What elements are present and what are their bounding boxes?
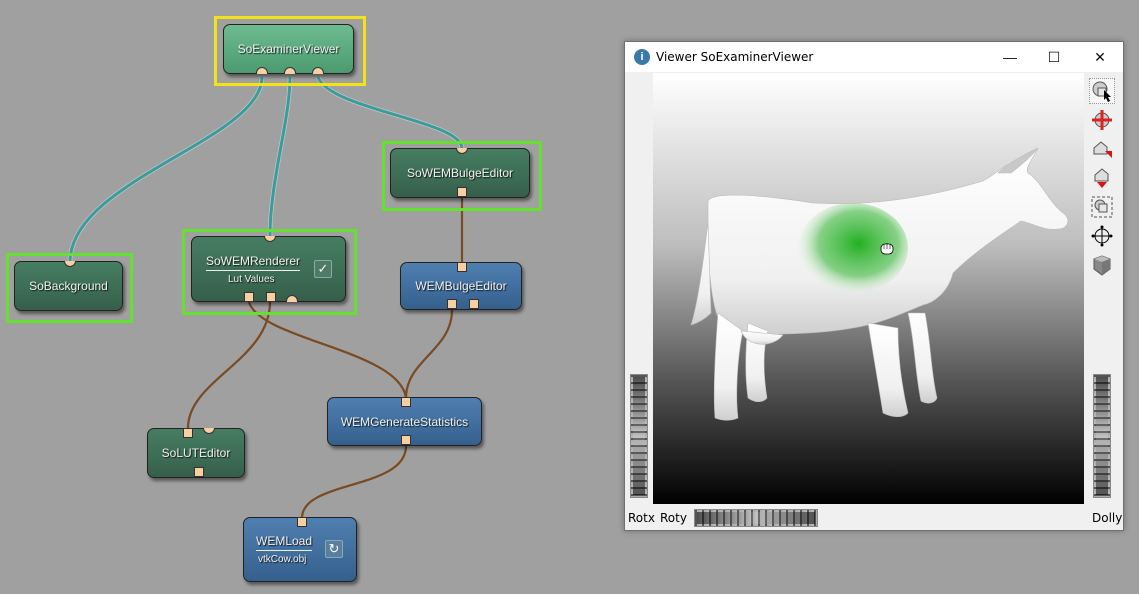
module-label: SoWEMRenderer [206,254,301,271]
roty-label: Roty [660,511,687,525]
viewer-window: i Viewer SoExaminerViewer — ☐ ✕ [624,41,1124,531]
output-port[interactable] [266,292,276,302]
view-mode-button[interactable] [1089,107,1115,133]
module-sobackground[interactable]: SoBackground [14,261,123,311]
output-port[interactable] [256,67,268,74]
module-label: SoWEMBulgeEditor [406,166,514,180]
output-port[interactable] [244,292,254,302]
pick-mode-button[interactable] [1089,78,1115,104]
minimize-icon: — [1003,49,1017,65]
close-icon: ✕ [1094,48,1106,65]
selection-highlight [182,229,357,315]
module-label: WEMGenerateStatistics [340,414,469,429]
dolly-label: Dolly [1092,511,1123,525]
module-label: WEMBulgeEditor [415,279,507,293]
set-home-icon [1094,168,1109,188]
enable-checkbox[interactable]: ✓ [314,260,332,278]
input-port[interactable] [401,397,411,407]
seek-button[interactable] [1089,223,1115,249]
reload-icon: ↻ [328,541,340,556]
input-port[interactable] [297,517,307,527]
connection-renderer-lut [186,301,272,429]
output-port[interactable] [284,67,296,74]
connection-viewer-bulge [316,76,464,149]
output-port[interactable] [469,299,479,309]
hand-cursor-icon [880,243,894,255]
input-port[interactable] [183,428,193,438]
connection-renderer-stats [247,301,408,399]
seek-icon [1091,225,1113,247]
module-label: SoBackground [29,279,108,293]
maximize-button[interactable]: ☐ [1031,42,1077,72]
output-port[interactable] [457,187,467,197]
selection-highlight [382,141,542,211]
maximize-icon: ☐ [1047,48,1061,65]
3d-viewport[interactable] [653,73,1084,504]
selection-highlight [6,253,133,323]
module-sublabel: Lut Values [228,273,275,285]
view-all-button[interactable] [1089,194,1115,220]
module-wemload[interactable]: WEMLoad vtkCow.obj [243,517,357,582]
module-sublabel: vtkCow.obj [258,554,307,565]
minimize-button[interactable]: — [987,42,1033,72]
output-port[interactable] [194,467,204,477]
home-button[interactable] [1089,136,1115,162]
connection-viewer-renderer [268,76,292,237]
rotx-wheel[interactable] [630,374,648,498]
viewer-toolbar [1087,76,1117,281]
module-label: WEMLoad [256,534,313,551]
title-bar[interactable]: i Viewer SoExaminerViewer — ☐ ✕ [625,42,1123,72]
view-mode-icon [1092,110,1112,130]
window-title: Viewer SoExaminerViewer [656,50,814,64]
perspective-button[interactable] [1089,252,1115,278]
connection-wembulge-stats [404,309,454,399]
roty-wheel[interactable] [694,509,818,527]
output-port[interactable] [286,295,298,302]
perspective-icon [1093,255,1111,276]
module-label: SoLUTEditor [161,446,231,460]
module-soexaminerviewer[interactable]: SoExaminerViewer [223,24,354,74]
network-canvas[interactable]: SoExaminerViewer SoWEMBulgeEditor SoBack… [0,0,600,594]
view-all-icon [1091,196,1113,218]
module-solutededitor[interactable]: SoLUTEditor [147,428,245,478]
home-icon [1093,141,1112,158]
selection-highlight [214,16,366,86]
connection-stats-load [300,445,408,519]
input-port[interactable] [457,262,467,272]
dolly-wheel[interactable] [1093,374,1111,498]
checkmark-icon: ✓ [317,261,329,276]
pick-mode-icon [1092,81,1111,102]
close-button[interactable]: ✕ [1077,42,1123,72]
bulge-highlight [798,203,908,293]
set-home-button[interactable] [1089,165,1115,191]
module-label: SoExaminerViewer [237,42,340,56]
output-port[interactable] [447,299,457,309]
rotx-label: Rotx [628,511,655,525]
app-icon: i [634,49,650,65]
cow-model [690,147,1069,421]
output-port[interactable] [312,67,324,74]
output-port[interactable] [401,435,411,445]
reload-button[interactable]: ↻ [325,540,343,558]
